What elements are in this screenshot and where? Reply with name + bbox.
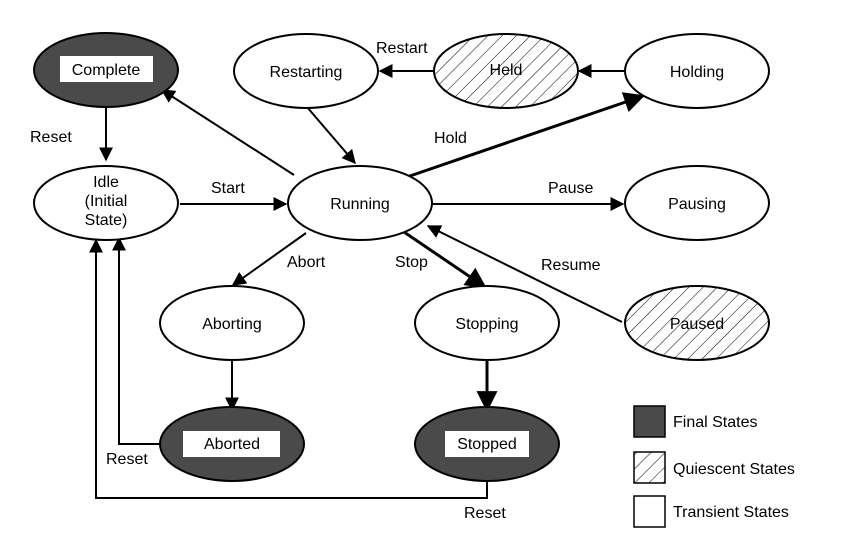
state-stopping: Stopping <box>414 285 560 361</box>
state-complete: Complete <box>33 32 179 108</box>
state-holding: Holding <box>624 33 770 109</box>
legend-transient-label: Transient States <box>673 504 789 521</box>
label-reset-stopped: Reset <box>464 505 506 522</box>
legend-quiescent-swatch <box>633 451 666 484</box>
label-restart: Restart <box>376 40 428 57</box>
state-restarting: Restarting <box>233 33 379 109</box>
label-start: Start <box>211 180 245 197</box>
edge-restarting-to-running <box>306 106 356 165</box>
state-complete-label-box <box>60 56 153 82</box>
state-stopping-label: Stopping <box>455 316 518 333</box>
label-abort: Abort <box>287 254 326 271</box>
label-resume: Resume <box>541 257 601 274</box>
state-aborted: Aborted <box>159 406 305 482</box>
edge-paused-to-running <box>426 225 623 323</box>
state-holding-shape <box>624 33 770 109</box>
label-stop: Stop <box>395 254 428 271</box>
label-reset-complete: Reset <box>30 129 72 146</box>
state-pausing-label: Pausing <box>668 196 726 213</box>
label-pause: Pause <box>548 180 593 197</box>
state-running: Running <box>287 165 433 241</box>
state-idle-label-line2: (Initial <box>85 193 128 210</box>
state-aborting-label: Aborting <box>202 316 262 333</box>
state-stopped: Stopped <box>414 406 560 482</box>
label-hold: Hold <box>434 130 467 147</box>
edge-stopped-to-idle <box>89 238 488 499</box>
state-paused-label: Paused <box>670 316 724 333</box>
legend-transient-swatch <box>633 495 666 528</box>
state-restarting-shape <box>233 33 379 109</box>
state-running-label: Running <box>330 196 390 213</box>
state-idle: Idle (Initial State) <box>33 165 179 241</box>
transition-labels: Restart Reset Hold Start Pause Abort Sto… <box>30 40 601 522</box>
state-complete-label: Complete <box>72 62 141 79</box>
state-restarting-label: Restarting <box>270 64 343 81</box>
state-idle-label-line3: State) <box>85 212 128 229</box>
state-pausing-shape <box>624 165 770 241</box>
state-aborted-label: Aborted <box>204 436 260 453</box>
edges <box>89 64 645 499</box>
state-aborted-label-box <box>183 431 280 457</box>
legend: Final States Quiescent States Transient … <box>633 405 795 528</box>
state-stopped-label: Stopped <box>457 436 517 453</box>
label-reset-aborted: Reset <box>106 451 148 468</box>
edge-running-to-stopping <box>403 230 487 289</box>
legend-final-swatch <box>633 405 666 438</box>
state-pausing: Pausing <box>624 165 770 241</box>
state-idle-label-line1: Idle <box>93 174 119 191</box>
state-held: Held <box>433 33 579 109</box>
state-held-shape <box>433 33 579 109</box>
state-paused-shape <box>624 285 770 361</box>
state-running-shape <box>287 165 433 241</box>
legend-final-label: Final States <box>673 414 757 431</box>
state-holding-label: Holding <box>670 64 724 81</box>
edge-running-to-aborting <box>231 232 307 286</box>
state-stopped-label-box <box>445 431 529 457</box>
edge-aborted-to-idle <box>112 236 160 445</box>
state-paused: Paused <box>624 285 770 361</box>
legend-quiescent-label: Quiescent States <box>673 461 795 478</box>
edge-running-to-complete <box>160 89 295 176</box>
state-aborting-shape <box>159 285 305 361</box>
state-aborting: Aborting <box>159 285 305 361</box>
state-stopping-shape <box>414 285 560 361</box>
edge-running-to-holding <box>406 92 645 179</box>
state-held-label: Held <box>490 62 523 79</box>
state-idle-shape <box>33 165 179 241</box>
